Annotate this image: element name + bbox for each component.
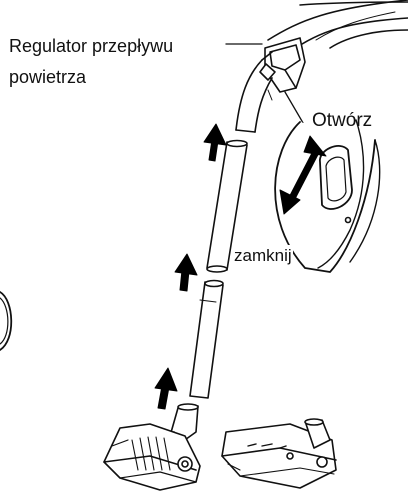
left-edge-partial-circle: [0, 292, 11, 350]
arrow-up-3: [155, 368, 177, 409]
airflow-regulator-label-line2: powietrza: [9, 66, 86, 88]
airflow-regulator-label-line1: Regulator przepływu: [9, 35, 173, 57]
open-leader-line: [285, 92, 306, 128]
arrow-up-2: [175, 254, 197, 291]
arrow-up-1: [204, 124, 226, 161]
handle-grip: [236, 38, 305, 132]
lower-tube: [190, 281, 223, 399]
floor-nozzle-separate: [222, 419, 336, 488]
open-label: Otwórz: [312, 110, 372, 132]
floor-nozzle-attached: [104, 404, 200, 490]
close-label: zamknij: [233, 245, 293, 267]
